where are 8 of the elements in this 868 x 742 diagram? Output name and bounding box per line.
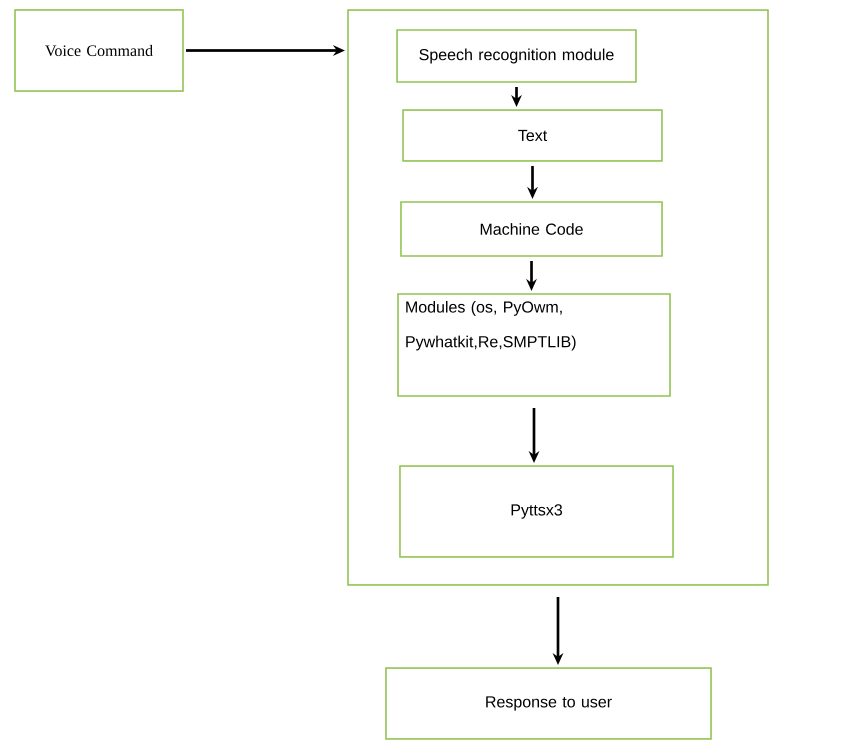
container-box — [347, 9, 769, 586]
process-box: Speech recognition module — [396, 29, 637, 83]
process-box: Text — [402, 109, 663, 162]
process-box: Modules (os, PyOwm, Pywhatkit,Re,SMPTLIB) — [397, 293, 671, 397]
process-box: Response to user — [385, 667, 712, 740]
process-box: Voice Command — [14, 9, 184, 92]
process-box: Machine Code — [400, 201, 663, 257]
process-box: Pyttsx3 — [399, 465, 674, 558]
